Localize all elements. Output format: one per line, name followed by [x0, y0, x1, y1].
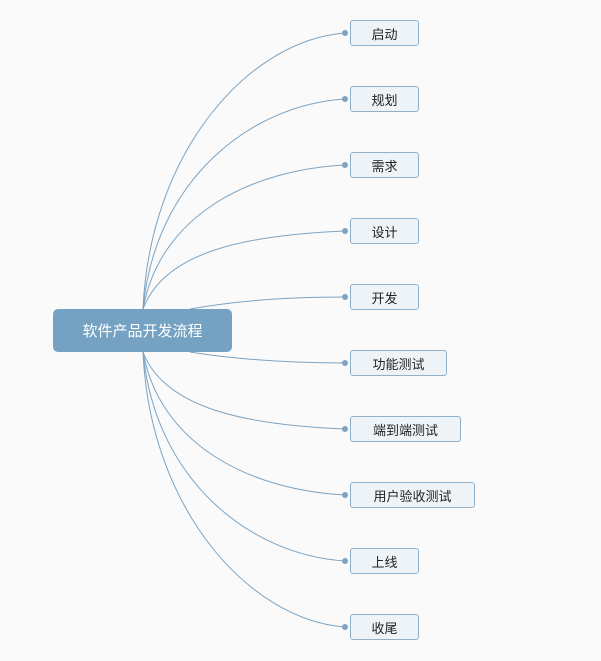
node-xuqiu[interactable]: 需求	[350, 152, 419, 178]
connector-dot	[342, 558, 348, 564]
node-duandaoduanceshi[interactable]: 端到端测试	[350, 416, 461, 442]
node-kaifa[interactable]: 开发	[350, 284, 419, 310]
connector-dot	[342, 228, 348, 234]
node-shouwei[interactable]: 收尾	[350, 614, 419, 640]
node-sheji[interactable]: 设计	[350, 218, 419, 244]
connector-dot	[342, 624, 348, 630]
node-qidong[interactable]: 启动	[350, 20, 419, 46]
connector-dot	[342, 30, 348, 36]
connector-shouwei	[142, 351, 346, 628]
connector-qidong	[142, 32, 346, 310]
root-node[interactable]: 软件产品开发流程	[53, 309, 232, 352]
connector-dot	[342, 96, 348, 102]
node-yonghuyanshouceshi[interactable]: 用户验收测试	[350, 482, 475, 508]
connector-shangxian	[142, 351, 346, 562]
connector-kaifa	[189, 296, 346, 310]
connector-xuqiu	[142, 164, 346, 310]
connector-dot	[342, 426, 348, 432]
connector-sheji	[142, 230, 346, 310]
connector-dot	[342, 162, 348, 168]
connector-dot	[342, 294, 348, 300]
node-shangxian[interactable]: 上线	[350, 548, 419, 574]
connector-dot	[342, 492, 348, 498]
node-guihua[interactable]: 规划	[350, 86, 419, 112]
connector-guihua	[142, 98, 346, 310]
connector-yonghuyanshouceshi	[142, 351, 346, 496]
node-gongnengceshi[interactable]: 功能测试	[350, 350, 447, 376]
connector-dot	[342, 360, 348, 366]
connector-duandaoduanceshi	[142, 351, 346, 430]
connector-gongnengceshi	[189, 351, 346, 364]
